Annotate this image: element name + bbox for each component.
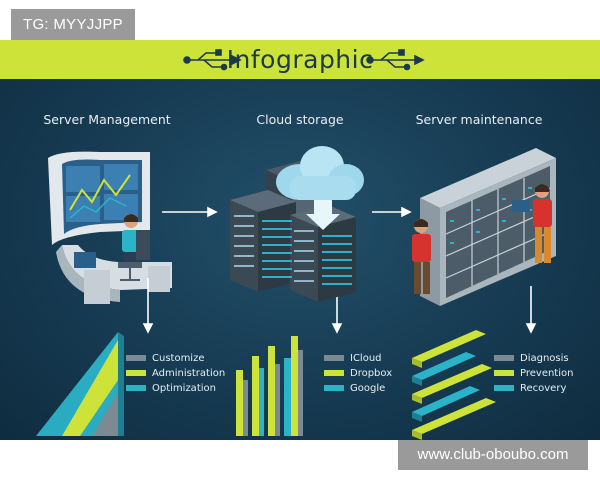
- legend-label: Customize: [152, 352, 205, 364]
- legend-label: Prevention: [520, 367, 574, 379]
- legend-label: Dropbox: [350, 367, 393, 379]
- down-arrow-3: [525, 286, 537, 334]
- down-arrow-1: [142, 278, 154, 334]
- usb-icon-left: [183, 49, 242, 71]
- watermark-top: TG: MYYJJPP: [11, 9, 135, 40]
- infographic-canvas: Infographic: [0, 40, 600, 440]
- legend-item: Prevention: [494, 366, 573, 380]
- flow-arrow-2: [372, 206, 412, 218]
- legend-label: Administration: [152, 367, 226, 379]
- workstation-illustration: [48, 151, 172, 304]
- usb-icon-right: [366, 49, 425, 71]
- chart-wedge: [36, 332, 124, 436]
- flow-arrow-1: [162, 206, 218, 218]
- legend-item: Optimization: [126, 381, 216, 395]
- legend-label: Diagnosis: [520, 352, 569, 364]
- legend-swatch-lime: [126, 370, 146, 376]
- legend-swatch-teal: [494, 385, 514, 391]
- legend-swatch-teal: [126, 385, 146, 391]
- watermark-bottom: www.club-oboubo.com: [398, 440, 588, 470]
- server-rack-illustration: [412, 148, 556, 306]
- legend-item: Diagnosis: [494, 351, 569, 365]
- legend-item: Recovery: [494, 381, 566, 395]
- legend-label: Optimization: [152, 382, 216, 394]
- legend-swatch-teal: [324, 385, 344, 391]
- legend-item: Dropbox: [324, 366, 392, 380]
- chart-bars: [236, 336, 303, 436]
- legend-swatch-gray: [126, 355, 146, 361]
- legend-swatch-gray: [324, 355, 344, 361]
- legend-swatch-gray: [494, 355, 514, 361]
- infographic-artwork: [36, 49, 556, 440]
- cloud-icon: [276, 146, 364, 230]
- cloud-storage-illustration: [230, 146, 364, 302]
- legend-label: Recovery: [520, 382, 567, 394]
- legend-label: Google: [350, 382, 386, 394]
- legend-item: Administration: [126, 366, 225, 380]
- infographic-title: Infographic: [226, 45, 374, 74]
- legend-item: Customize: [126, 351, 205, 365]
- legend-swatch-lime: [494, 370, 514, 376]
- section-title-server-maintenance: Server maintenance: [415, 112, 543, 127]
- chart-stacked: [412, 330, 496, 440]
- legend-swatch-lime: [324, 370, 344, 376]
- section-title-cloud-storage: Cloud storage: [256, 112, 344, 127]
- section-title-server-management: Server Management: [43, 112, 171, 127]
- title-banner: [0, 40, 600, 79]
- legend-label: ICloud: [350, 352, 382, 364]
- legend-item: ICloud: [324, 351, 382, 365]
- legend-item: Google: [324, 381, 385, 395]
